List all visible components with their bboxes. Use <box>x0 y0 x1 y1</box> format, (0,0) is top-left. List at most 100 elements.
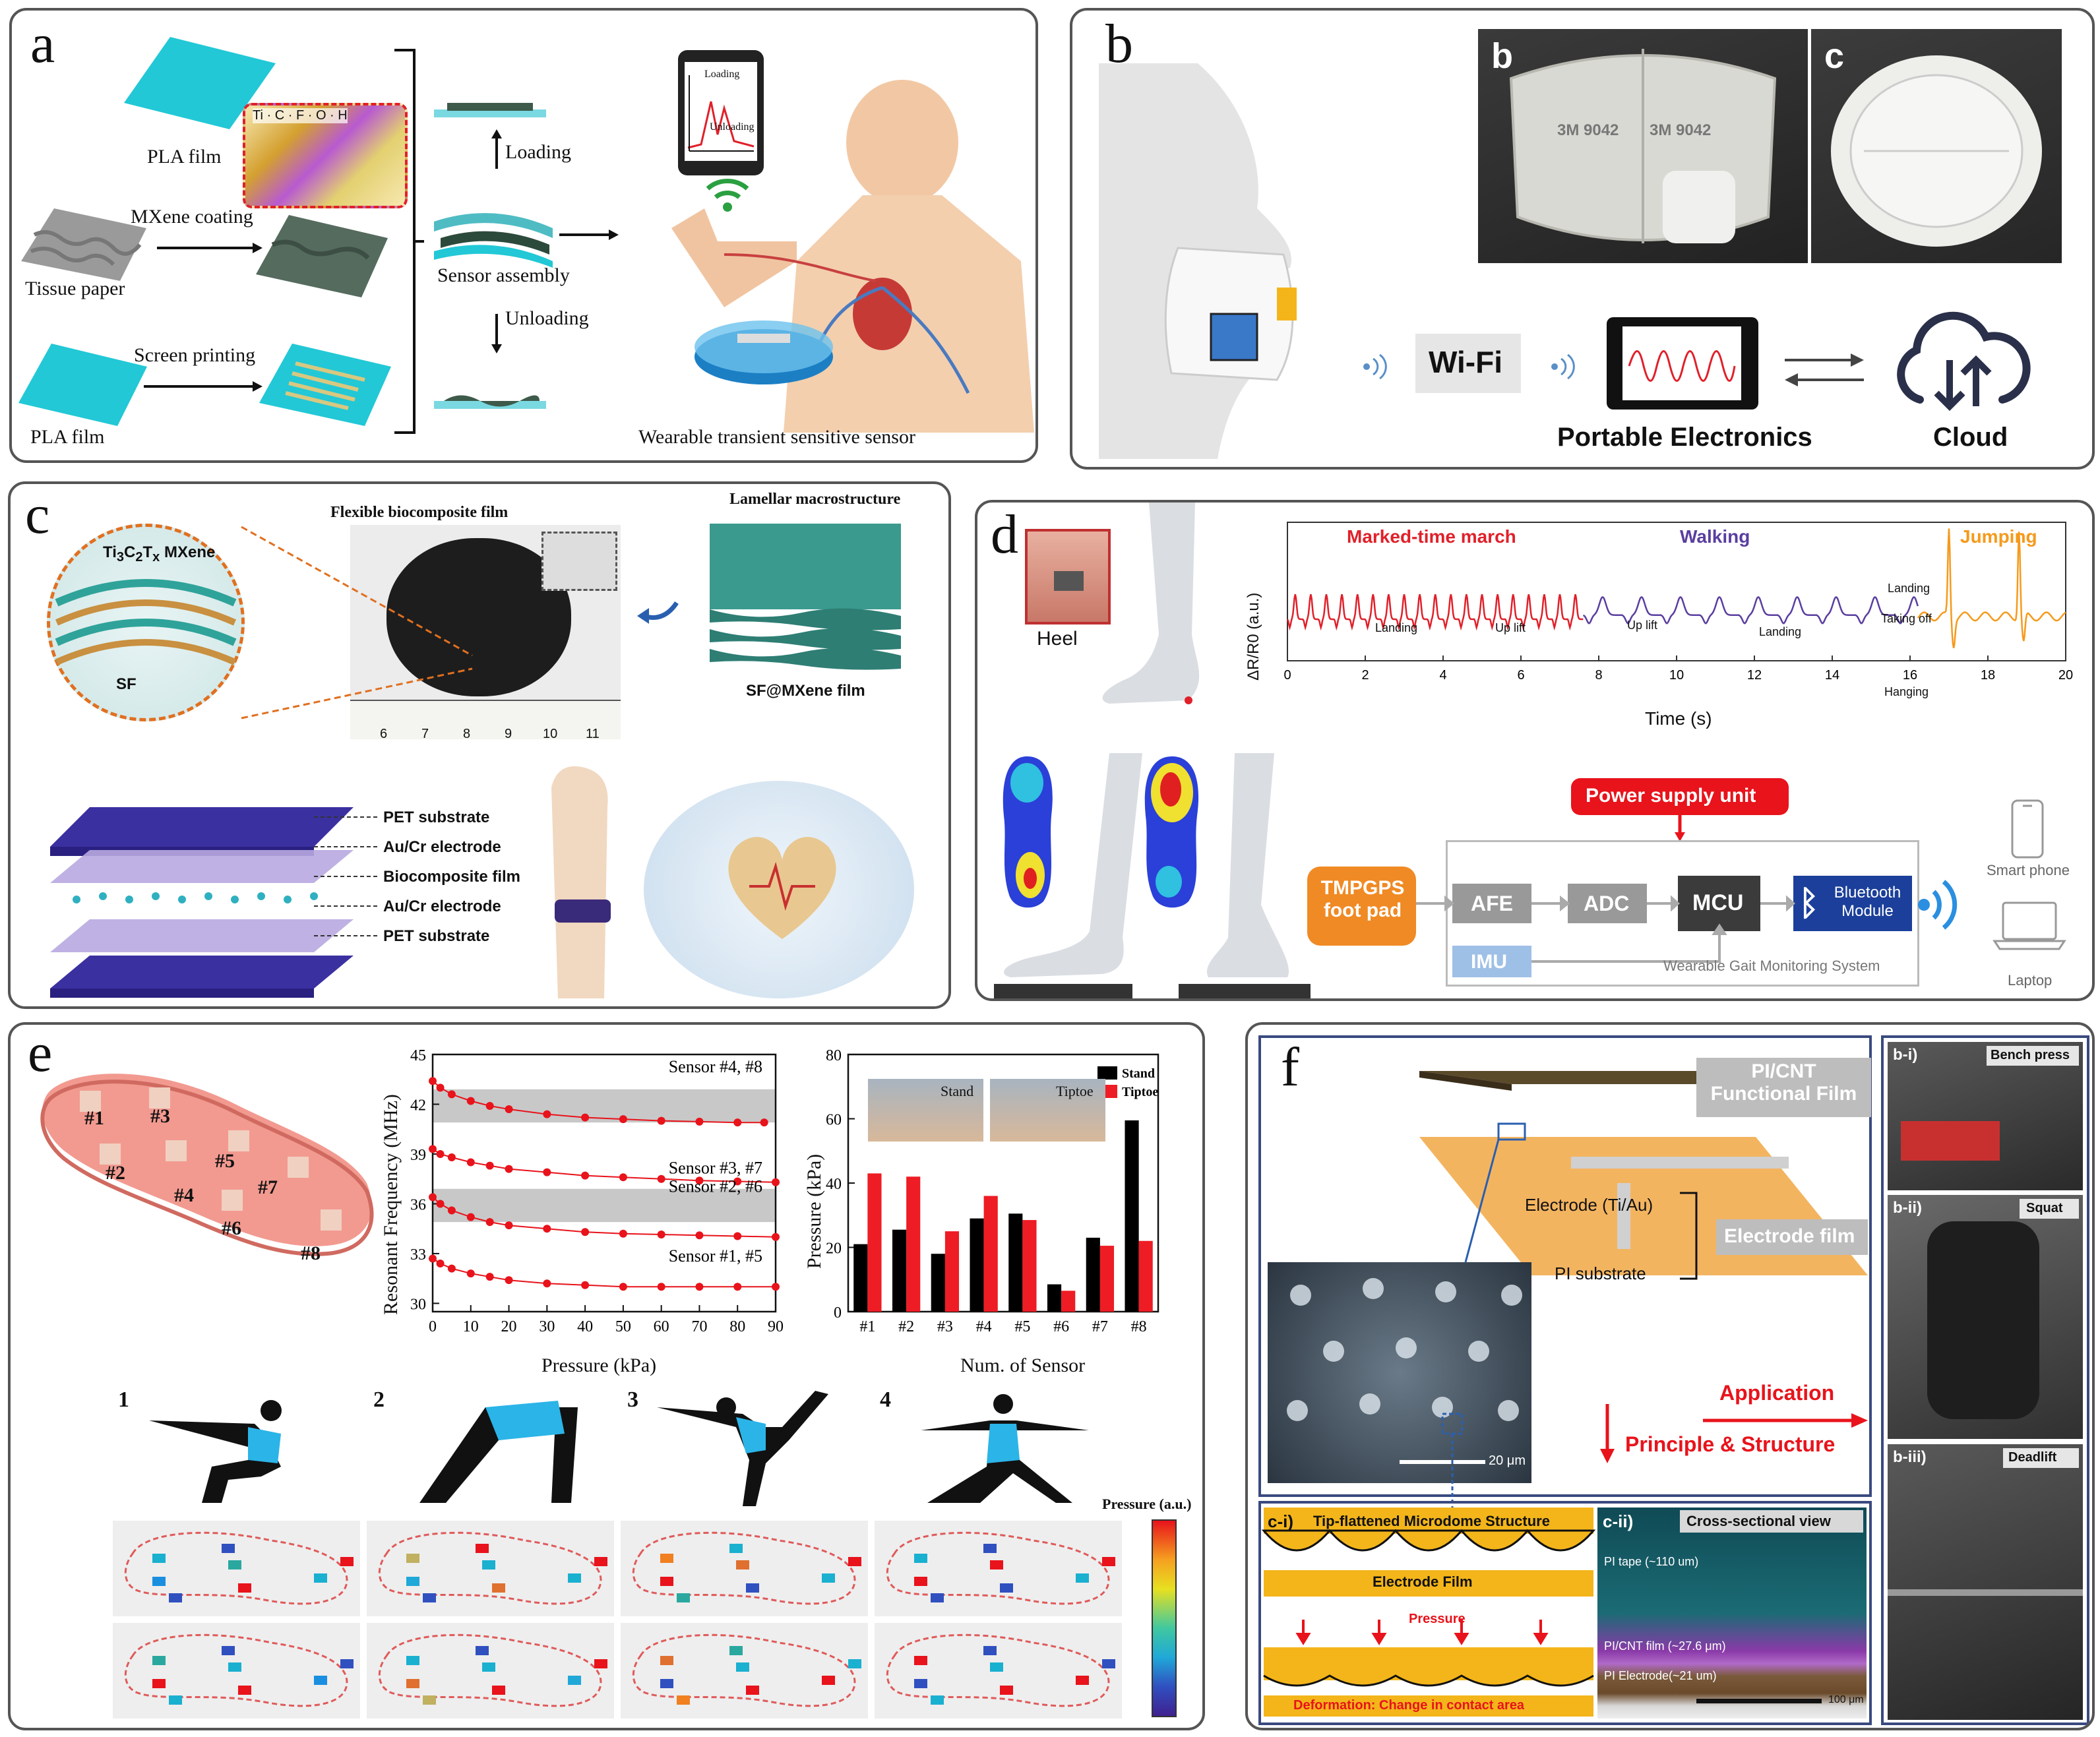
portable-waveform <box>1628 350 1736 382</box>
x-tick-label: #5 <box>1014 1318 1030 1335</box>
portable-electronics-label: Portable Electronics <box>1557 423 1812 452</box>
data-point <box>581 1281 590 1289</box>
electrode-tiau-label: Electrode (Ti/Au) <box>1525 1195 1653 1215</box>
ruler-tick-6: 6 <box>380 727 388 741</box>
panel-label-c: c <box>25 484 50 545</box>
power-supply-label: Power supply unit <box>1586 785 1756 807</box>
portable-device-icon <box>1607 317 1758 410</box>
sensor-dot <box>822 1676 835 1685</box>
ci-domes-bottom <box>1263 1674 1594 1687</box>
insole-sensor-2: #2 <box>106 1162 125 1184</box>
smartphone-display: Loading Unloading <box>678 50 764 175</box>
x-tick-label: 90 <box>768 1318 784 1335</box>
x-tick-label: 0 <box>1283 668 1291 683</box>
sensor-assembly-label: Sensor assembly <box>437 264 570 286</box>
legend-h-label: H <box>338 108 348 123</box>
sensor-dot <box>314 1676 327 1685</box>
deadlift-bar <box>1888 1589 2083 1596</box>
x-tick-label: 50 <box>615 1318 631 1335</box>
foot-outline <box>632 1633 856 1707</box>
bar-tiptoe <box>1022 1220 1037 1312</box>
panel-label-e: e <box>28 1022 53 1083</box>
data-point <box>619 1173 627 1182</box>
mask-photo-b: b 3M 9042 3M 9042 <box>1478 29 1808 263</box>
cii-label: c-ii) <box>1603 1511 1634 1531</box>
y-tick-label: 36 <box>410 1196 426 1213</box>
bar-tiptoe <box>1138 1240 1153 1312</box>
panel-label-a: a <box>30 13 55 75</box>
data-point <box>543 1279 551 1288</box>
sensor-dot <box>152 1554 166 1563</box>
adc-label: ADC <box>1584 892 1630 915</box>
mask-sub-label-b: b <box>1491 36 1513 76</box>
portable-device-screen <box>1622 326 1741 400</box>
bar-tiptoe <box>944 1231 960 1312</box>
data-point <box>466 1097 475 1105</box>
data-point <box>695 1231 704 1240</box>
ci-compressed-strip <box>1264 1647 1593 1680</box>
x-tick-label: 18 <box>1981 668 1995 683</box>
sensor-dot <box>222 1544 235 1553</box>
bench-press-red-equipment <box>1901 1121 2000 1161</box>
ann-landing-1: Landing <box>1375 621 1418 634</box>
sensor-dot <box>848 1557 861 1566</box>
deadlift-photo: b-iii) Deadlift <box>1888 1444 2083 1720</box>
data-point <box>543 1168 551 1176</box>
afe-label: AFE <box>1471 892 1513 915</box>
ci-electrode-strip <box>1264 1570 1593 1597</box>
mxene-coated-tissue-shape <box>256 215 388 297</box>
bluetooth-label: Bluetooth Module <box>1834 884 1901 920</box>
data-point <box>429 1254 437 1263</box>
wifi-box: Wi-Fi <box>1415 334 1521 393</box>
screen-printing-arrow <box>144 381 262 392</box>
ground-bar-right <box>1179 984 1311 998</box>
zoom-lines <box>241 526 473 719</box>
legend-o-label: O <box>315 108 326 123</box>
series-line-walking <box>1582 595 1919 625</box>
pose-number-4: 4 <box>880 1387 891 1412</box>
data-point <box>429 1193 437 1202</box>
legend-label: Tiptoe <box>1122 1085 1158 1099</box>
insole-sensor-6: #6 <box>222 1217 241 1239</box>
sensor-dot <box>594 1557 607 1566</box>
f-bottom-frame <box>1258 1501 1872 1725</box>
data-point <box>447 1206 456 1215</box>
data-point <box>466 1269 475 1278</box>
layer-aucr-bottom-label: Au/Cr electrode <box>383 898 501 915</box>
x-tick-label: #7 <box>1092 1318 1108 1335</box>
x-tick-label: #3 <box>937 1318 953 1335</box>
sensor-dot <box>746 1583 759 1593</box>
screen-printing-label: Screen printing <box>134 344 256 366</box>
data-point <box>436 1200 445 1208</box>
sensor-dot <box>1076 1573 1089 1583</box>
data-point <box>447 1153 456 1161</box>
sensor-dot <box>406 1656 419 1665</box>
ci-label: c-i) <box>1268 1511 1293 1531</box>
legend-f-label: F <box>295 108 305 123</box>
bar-stand <box>1047 1284 1062 1312</box>
y-tick-label: 80 <box>826 1047 842 1064</box>
layer-pet-top-label: PET substrate <box>383 808 490 826</box>
foot-outline <box>886 1633 1110 1707</box>
y-tick-label: 33 <box>410 1246 426 1264</box>
walking-label: Walking <box>1680 526 1750 547</box>
microdome-pattern <box>1287 1278 1522 1464</box>
layered-device-illustration <box>50 807 354 998</box>
x-tick-label: 20 <box>2058 668 2073 683</box>
cii-pielec-label: PI Electrode(~21 um) <box>1604 1669 1717 1682</box>
sensor-dot <box>914 1554 927 1563</box>
pla-film-top-label: PLA film <box>147 146 222 168</box>
data-point <box>619 1229 627 1238</box>
panel-label-d: d <box>991 504 1018 565</box>
layer-leader-lines <box>314 816 380 936</box>
phone-loading-label: Loading <box>704 69 740 80</box>
insole-sensor-7: #7 <box>258 1176 278 1198</box>
sensor-dot <box>406 1577 419 1586</box>
ann-uplift-1: Up lift <box>1495 621 1526 634</box>
panel-e: e #1 #3 #2 #4 #5 #7 #6 #8 Resonant Frequ… <box>8 1022 1205 1730</box>
x-tick-label: 14 <box>1825 668 1839 683</box>
gait-system-label: Wearable Gait Monitoring System <box>1663 958 1880 974</box>
ann-taking-off: Taking off <box>1881 612 1932 625</box>
ruler-tick-11: 11 <box>586 727 600 741</box>
